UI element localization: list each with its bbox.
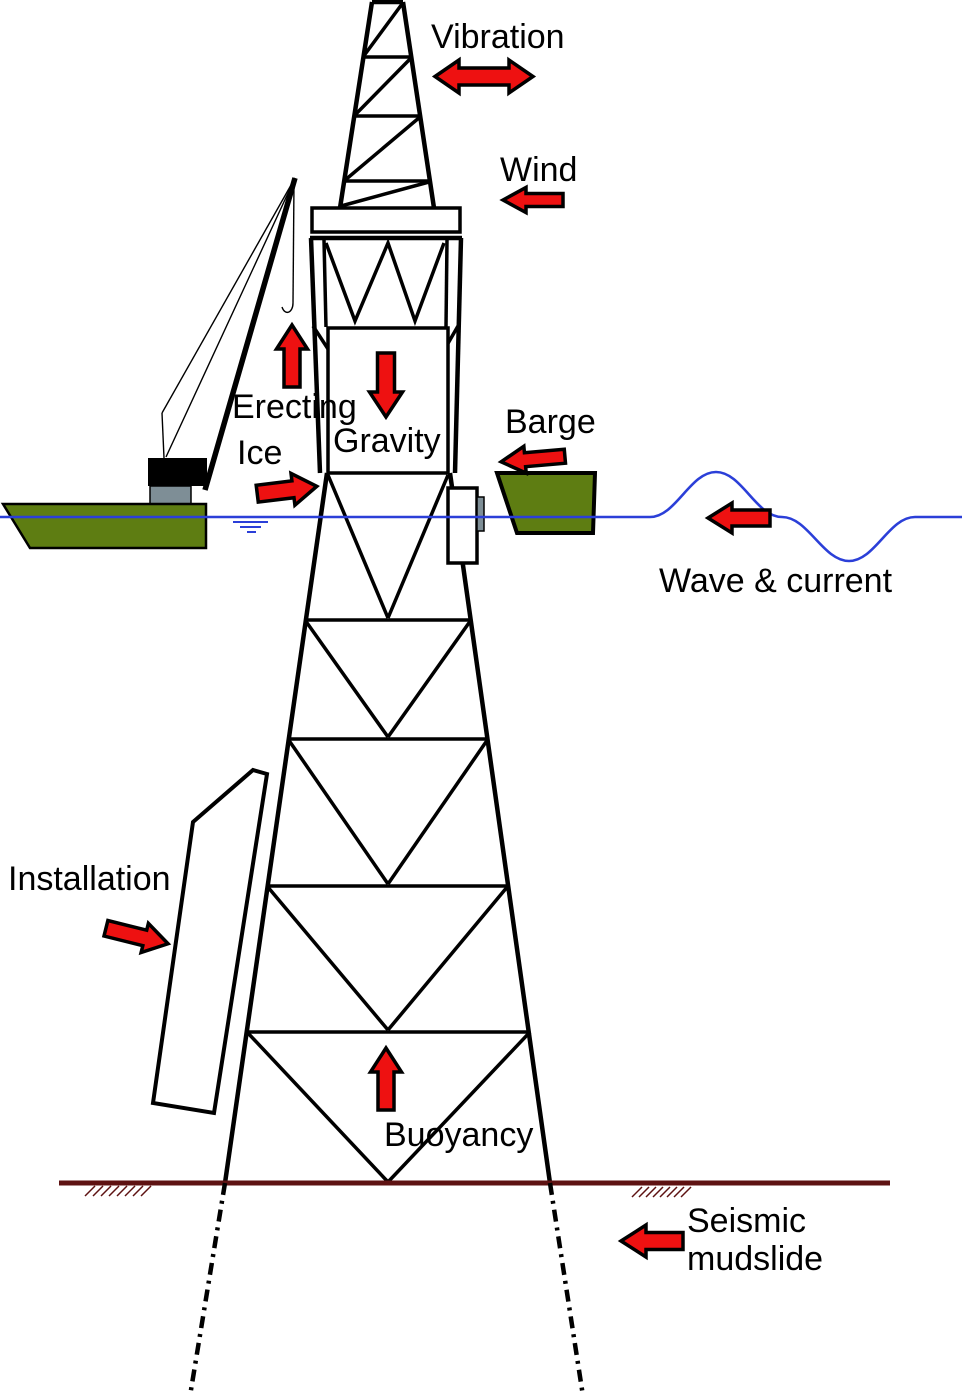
jacket-structure: [222, 237, 553, 1184]
seismic-label-line2: mudslide: [687, 1240, 824, 1278]
ice-arrow: [254, 470, 320, 509]
boat-landing-frame: [446, 486, 479, 565]
crane-machinery-block: [148, 458, 207, 486]
jacket-leg-left: [222, 472, 330, 1184]
seabed-hatch-right: [631, 1186, 692, 1198]
platform-deck: [310, 206, 462, 241]
wave-current-label: Wave & current: [659, 562, 893, 600]
jacket-vbrace: [326, 474, 390, 619]
boat-landing: [446, 486, 485, 565]
barge-label: Barge: [505, 403, 596, 441]
jacket-upper-leg-right: [452, 237, 464, 474]
tower-diagonal: [342, 115, 422, 183]
tower-diagonal: [340, 180, 430, 208]
jacket-vbrace: [245, 1030, 390, 1184]
brace-band-post-left: [322, 239, 328, 328]
installation-label: Installation: [8, 860, 171, 898]
tower-diagonal: [361, 2, 404, 59]
deck-box: [310, 206, 462, 234]
vessel-hull: [0, 502, 208, 550]
buoyancy-label: Buoyancy: [384, 1116, 534, 1154]
jacket-vbrace: [303, 618, 390, 739]
ice-label: Ice: [237, 434, 283, 472]
erecting-label: Erecting: [232, 388, 357, 426]
water-depth-marker: [233, 521, 268, 533]
crane-stay-cable: [161, 177, 296, 414]
crane-boom: [202, 177, 298, 491]
jacket-vbrace: [386, 474, 450, 619]
derrick-tower: [337, 0, 437, 209]
force-arrows: [101, 56, 772, 1261]
jacket-vbrace: [386, 1030, 532, 1184]
water: [0, 470, 962, 563]
erecting-arrow: [273, 321, 311, 389]
brace-band-post-right: [444, 239, 449, 328]
jacket-vbrace: [386, 884, 510, 1032]
wind-label: Wind: [500, 151, 578, 189]
gravity-label: Gravity: [333, 422, 441, 460]
crane-kingpost: [161, 412, 165, 459]
jacket-leg-right: [447, 472, 553, 1184]
jacket-vbrace: [386, 738, 490, 885]
tower-leg-left: [337, 1, 375, 209]
installation-panel: [150, 767, 270, 1116]
brace-band-zigzag: [324, 238, 446, 327]
seismic-label-line1: Seismic: [687, 1202, 807, 1240]
vibration-arrow: [431, 56, 537, 97]
wave-current-arrow: [704, 499, 772, 537]
jacket-upper-leg-left: [308, 237, 323, 474]
seabed-hatch-left: [84, 1185, 152, 1197]
seismic-arrow: [617, 1221, 685, 1261]
buoyancy-arrow: [367, 1044, 405, 1112]
seabed: [59, 1180, 890, 1198]
installation-slab: [150, 767, 270, 1116]
crane-stay-cable: [165, 177, 296, 458]
vibration-label: Vibration: [431, 18, 565, 56]
waterline-wave: [0, 470, 962, 563]
crane-hook: [281, 302, 294, 314]
boat-landing-fender: [476, 496, 485, 532]
cargo-barge: [494, 471, 598, 535]
jacket-vbrace: [286, 738, 390, 885]
pile-right: [547, 1182, 586, 1396]
vessel-cabin: [149, 485, 192, 505]
jacket-vbrace: [386, 618, 473, 739]
jacket-vbrace: [265, 884, 390, 1032]
seismic-mudslide-label: Seismic mudslide: [687, 1202, 823, 1278]
tower-diagonal: [352, 56, 413, 118]
foundation-piles: [187, 1182, 586, 1396]
pile-left: [187, 1182, 228, 1396]
wind-arrow: [499, 184, 565, 216]
barge-hull: [494, 471, 598, 535]
gravity-arrow: [366, 351, 406, 421]
tower-leg-right: [400, 1, 437, 209]
crane-vessel: [0, 177, 298, 550]
barge-arrow: [497, 443, 568, 476]
installation-arrow: [101, 918, 172, 956]
crane-hoist-line: [292, 181, 295, 304]
